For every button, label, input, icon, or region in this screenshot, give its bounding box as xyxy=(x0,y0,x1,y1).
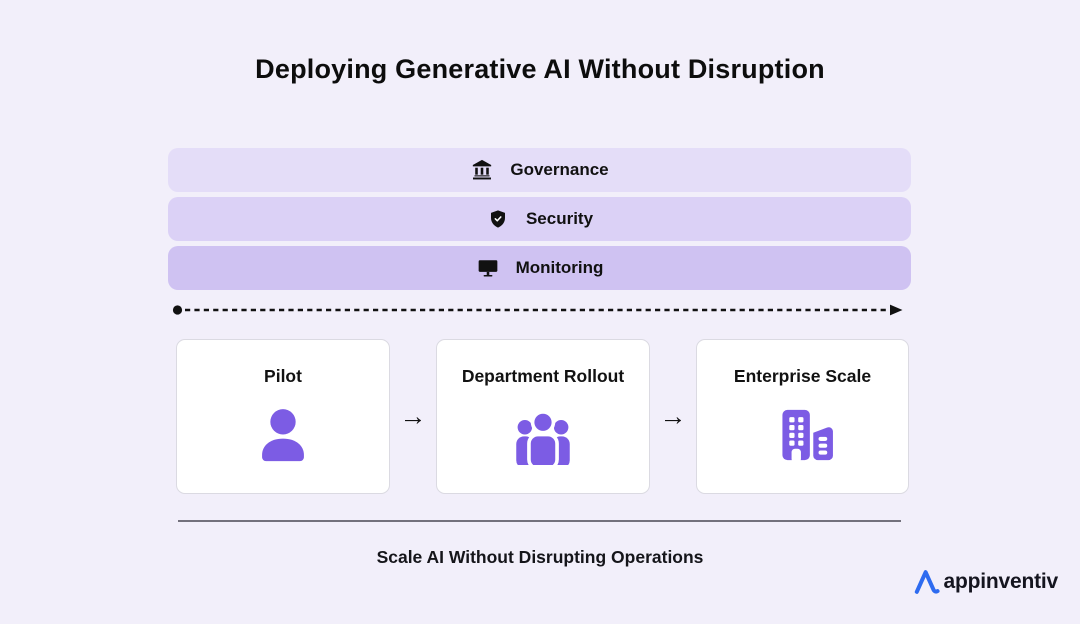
layer-security: Security xyxy=(168,197,911,241)
layer-label: Governance xyxy=(510,160,609,179)
brand-name: appinventiv xyxy=(943,570,1059,593)
stage-title: Enterprise Scale xyxy=(733,366,872,386)
appinventiv-logo-icon xyxy=(911,567,941,597)
page-title: Deploying Generative AI Without Disrupti… xyxy=(255,54,825,84)
layer-label: Monitoring xyxy=(515,258,604,277)
monitor-icon xyxy=(476,256,500,280)
stage-title: Department Rollout xyxy=(461,366,625,386)
layer-monitoring: Monitoring xyxy=(168,246,911,290)
caption: Scale AI Without Disrupting Operations xyxy=(376,547,704,567)
layer-governance: Governance xyxy=(168,148,911,192)
stage-card-enterprise-scale: Enterprise Scale xyxy=(696,339,909,494)
brand-logo: appinventiv xyxy=(911,567,1059,597)
arrow-right-icon: → xyxy=(659,401,687,431)
people-group-icon xyxy=(509,387,577,493)
stage-card-pilot: Pilot xyxy=(176,339,390,494)
buildings-icon xyxy=(771,387,835,493)
timeline-start-dot xyxy=(172,305,183,315)
arrow-right-icon: → xyxy=(399,401,427,431)
bank-icon xyxy=(470,158,494,182)
stage-card-department-rollout: Department Rollout xyxy=(436,339,650,494)
foundation-layers: Governance Security Monitoring xyxy=(168,148,911,295)
shield-check-icon xyxy=(486,207,510,231)
stage-title: Pilot xyxy=(264,366,302,386)
stage-connector: → xyxy=(390,339,436,494)
timeline-dashed-arrow xyxy=(172,301,904,319)
stages-row: Pilot → Department Rollout xyxy=(176,339,909,494)
person-icon xyxy=(252,387,314,493)
timeline-arrowhead xyxy=(890,304,903,316)
stage-connector: → xyxy=(650,339,696,494)
layer-label: Security xyxy=(525,209,594,228)
divider-line xyxy=(178,520,901,522)
